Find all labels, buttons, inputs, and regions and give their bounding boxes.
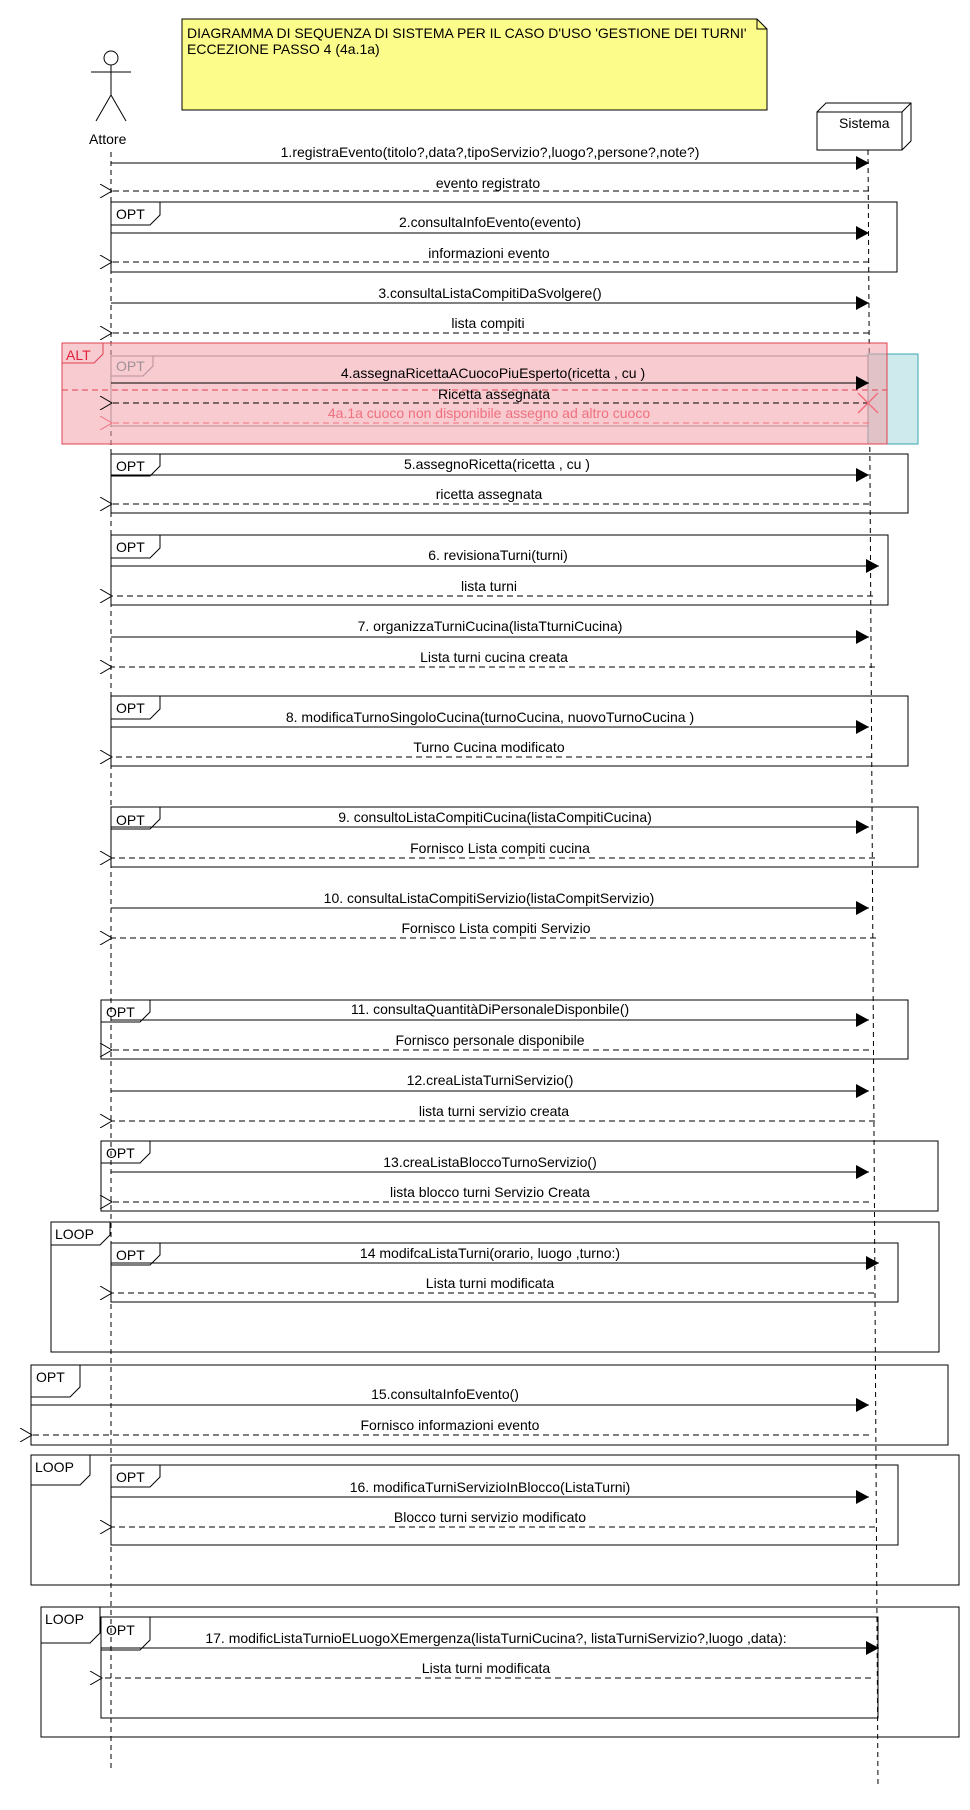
- msg-16-label: 16. modificaTurniServizioInBlocco(ListaT…: [350, 1479, 631, 1495]
- msg-4-label: 4.assegnaRicettaACuocoPiuEsperto(ricetta…: [341, 365, 645, 381]
- opt-frame-8: OPT: [110, 695, 909, 767]
- opt-frame-5: OPT: [110, 453, 909, 514]
- opt-label: OPT: [106, 1622, 135, 1638]
- msg-15-label: 15.consultaInfoEvento(): [371, 1386, 519, 1402]
- system-box: Sistema: [816, 102, 912, 151]
- msg-11-label: 11. consultaQuantitàDiPersonaleDisponbil…: [351, 1001, 629, 1017]
- msg-6-label: 6. revisionaTurni(turni): [428, 547, 568, 563]
- reply-5-label: ricetta assegnata: [436, 486, 543, 502]
- alt-label: ALT: [66, 347, 91, 363]
- reply-13-label: lista blocco turni Servizio Creata: [390, 1184, 590, 1200]
- loop-label: LOOP: [45, 1611, 84, 1627]
- reply-11-label: Fornisco personale disponibile: [395, 1032, 584, 1048]
- opt-label: OPT: [116, 539, 145, 555]
- msg-8-label: 8. modificaTurnoSingoloCucina(turnoCucin…: [286, 709, 694, 725]
- msg-10-label: 10. consultaListaCompitiServizio(listaCo…: [324, 890, 655, 906]
- opt-frame-6: OPT: [110, 534, 889, 606]
- reply-2-label: informazioni evento: [428, 245, 550, 261]
- opt-frame-9: OPT: [110, 806, 919, 868]
- actor-head: [103, 50, 119, 66]
- msg-1-label: 1.registraEvento(titolo?,data?,tipoServi…: [281, 144, 700, 160]
- reply-17-label: Lista turni modificata: [422, 1660, 551, 1676]
- actor: Attore: [89, 50, 131, 147]
- opt-frame-2: OPT: [110, 201, 898, 273]
- opt-label: OPT: [116, 458, 145, 474]
- msg-5-label: 5.assegnoRicetta(ricetta , cu ): [404, 456, 590, 472]
- opt-label: OPT: [116, 812, 145, 828]
- msg-13-label: 13.creaListaBloccoTurnoServizio(): [383, 1154, 596, 1170]
- opt-label: OPT: [116, 1469, 145, 1485]
- reply-10-label: Fornisco Lista compiti Servizio: [401, 920, 590, 936]
- loop-label: LOOP: [55, 1226, 94, 1242]
- note-line-2: ECCEZIONE PASSO 4 (4a.1a): [187, 41, 380, 57]
- title-note: DIAGRAMMA DI SEQUENZA DI SISTEMA PER IL …: [181, 18, 768, 111]
- reply-15-label: Fornisco informazioni evento: [361, 1417, 540, 1433]
- loop-frame-16: LOOP OPT: [30, 1454, 960, 1586]
- reply-7-label: Lista turni cucina creata: [420, 649, 568, 665]
- reply-6-label: lista turni: [461, 578, 517, 594]
- opt-frame-11: OPT: [100, 999, 909, 1060]
- loop-frame-17: LOOP OPT: [40, 1606, 960, 1738]
- msg-17-label: 17. modificListaTurnioELuogoXEmergenza(l…: [205, 1630, 786, 1646]
- opt-frame-13: OPT: [100, 1140, 939, 1212]
- reply-9-label: Fornisco Lista compiti cucina: [410, 840, 590, 856]
- loop-frame-14: LOOP OPT: [50, 1221, 940, 1353]
- opt-label: OPT: [116, 206, 145, 222]
- msg-7-label: 7. organizzaTurniCucina(listaTturniCucin…: [358, 618, 623, 634]
- msg-12-label: 12.creaListaTurniServizio(): [407, 1072, 574, 1088]
- reply-12-label: lista turni servizio creata: [419, 1103, 569, 1119]
- reply-4-label: Ricetta assegnata: [438, 386, 550, 402]
- opt-label: OPT: [36, 1369, 65, 1385]
- opt-label: OPT: [106, 1004, 135, 1020]
- actor-label: Attore: [89, 131, 127, 147]
- reply-3-label: lista compiti: [451, 315, 524, 331]
- loop-label: LOOP: [35, 1459, 74, 1475]
- reply-8-label: Turno Cucina modificato: [413, 739, 564, 755]
- alt-frame: ALT OPT: [61, 342, 919, 445]
- msg-9-label: 9. consultoListaCompitiCucina(listaCompi…: [338, 809, 652, 825]
- opt-label: OPT: [106, 1145, 135, 1161]
- reply-16-label: Blocco turni servizio modificato: [394, 1509, 586, 1525]
- destroy-icon: [857, 392, 879, 414]
- reply-14-label: Lista turni modificata: [426, 1275, 555, 1291]
- reply-4a-label: 4a.1a cuoco non disponibile assegno ad a…: [328, 405, 650, 421]
- note-line-1: DIAGRAMMA DI SEQUENZA DI SISTEMA PER IL …: [187, 25, 747, 41]
- reply-1-label: evento registrato: [436, 175, 540, 191]
- msg-2-label: 2.consultaInfoEvento(evento): [399, 214, 581, 230]
- system-label: Sistema: [839, 115, 890, 131]
- msg-3-label: 3.consultaListaCompitiDaSvolgere(): [378, 285, 601, 301]
- opt-label: OPT: [116, 1247, 145, 1263]
- alt-opt-label: OPT: [116, 358, 145, 374]
- msg-14-label: 14 modifcaListaTurni(orario, luogo ,turn…: [360, 1245, 620, 1261]
- opt-label: OPT: [116, 700, 145, 716]
